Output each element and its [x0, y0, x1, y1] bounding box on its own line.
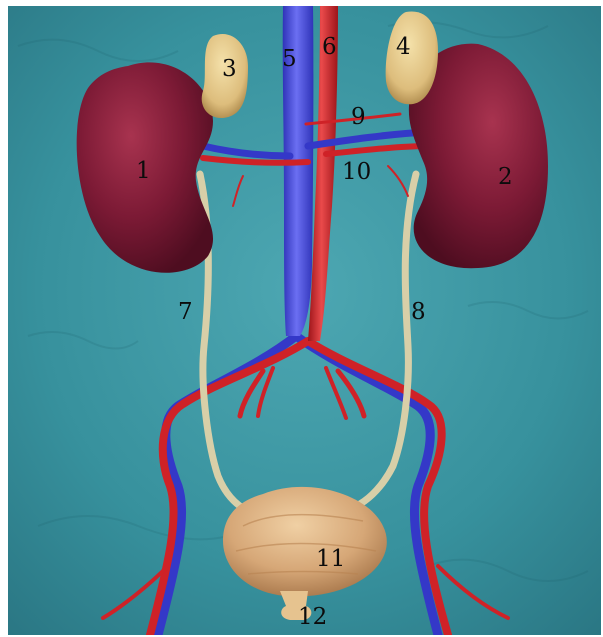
- label-12: 12: [298, 604, 327, 630]
- label-4: 4: [396, 34, 411, 60]
- label-7: 7: [178, 299, 193, 325]
- label-1: 1: [136, 158, 151, 184]
- label-8: 8: [411, 299, 426, 325]
- label-3: 3: [222, 56, 237, 82]
- label-2: 2: [498, 164, 513, 190]
- anatomy-illustration: 1 2 3 4 5 6 7 8 9 10 11 12: [8, 6, 601, 635]
- label-5: 5: [282, 46, 297, 72]
- label-9: 9: [351, 104, 366, 130]
- label-10: 10: [342, 159, 371, 185]
- label-11: 11: [316, 546, 345, 572]
- urinary-system-figure: 1 2 3 4 5 6 7 8 9 10 11 12: [8, 6, 601, 635]
- label-6: 6: [322, 34, 337, 60]
